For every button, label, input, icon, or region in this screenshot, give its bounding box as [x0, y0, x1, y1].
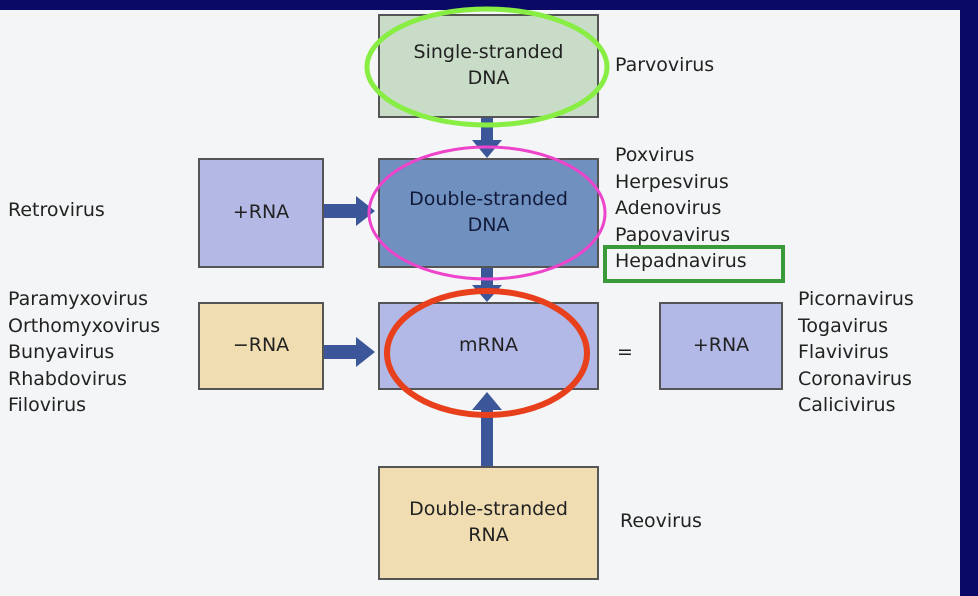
highlight-ellipse-dsdna — [367, 145, 607, 281]
node-double-stranded-dna: Double-stranded DNA — [378, 158, 599, 268]
virus-herpesvirus: Herpesvirus — [615, 170, 729, 193]
virus-paramyxovirus: Paramyxovirus — [8, 288, 149, 310]
node-minus-rna: −RNA — [198, 302, 324, 390]
node-single-stranded-dna: Single-stranded DNA — [378, 14, 599, 118]
virus-adenovirus: Adenovirus — [615, 197, 722, 219]
virus-orthomyxovirus: Orthomyxovirus — [8, 314, 161, 337]
virus-bunyavirus: Bunyavirus — [8, 341, 115, 363]
node-double-stranded-rna: Double-stranded RNA — [378, 466, 599, 580]
list-plus-rna-viruses: Picornavirus Togavirus Flavivirus Corona… — [798, 286, 914, 419]
label-parvovirus: Parvovirus — [615, 54, 715, 76]
node-plus-rna: +RNA — [659, 302, 783, 390]
arrow-dsrna-to-mrna — [472, 392, 502, 466]
virus-hepadnavirus: Hepadnavirus — [615, 250, 747, 272]
virus-filovirus: Filovirus — [8, 394, 87, 416]
highlight-ellipse-mrna — [384, 288, 590, 418]
arrow-plusrna-to-dsdna — [323, 196, 375, 226]
label-reovirus: Reovirus — [620, 510, 702, 532]
label-retrovirus: Retrovirus — [8, 199, 105, 221]
list-dsdna-viruses: Poxvirus Herpesvirus Adenovirus Papovavi… — [615, 142, 747, 275]
node-plus-rna-retro: +RNA — [198, 158, 324, 268]
virus-togavirus: Togavirus — [798, 314, 888, 337]
virus-papovavirus: Papovavirus — [615, 223, 731, 246]
node-mrna: mRNA — [378, 302, 599, 390]
virus-flavivirus: Flavivirus — [798, 341, 889, 363]
virus-picornavirus: Picornavirus — [798, 288, 914, 310]
equals-sign: = — [617, 341, 633, 363]
list-minus-rna-viruses: Paramyxovirus Orthomyxovirus Bunyavirus … — [8, 286, 160, 419]
highlight-box-hepadnavirus — [603, 245, 785, 283]
highlight-ellipse-ssdna — [364, 6, 610, 128]
virus-poxvirus: Poxvirus — [615, 144, 695, 166]
virus-calicivirus: Calicivirus — [798, 394, 896, 416]
arrow-minusrna-to-mrna — [323, 337, 375, 367]
virus-rhabdovirus: Rhabdovirus — [8, 367, 127, 390]
virus-coronavirus: Coronavirus — [798, 367, 912, 390]
